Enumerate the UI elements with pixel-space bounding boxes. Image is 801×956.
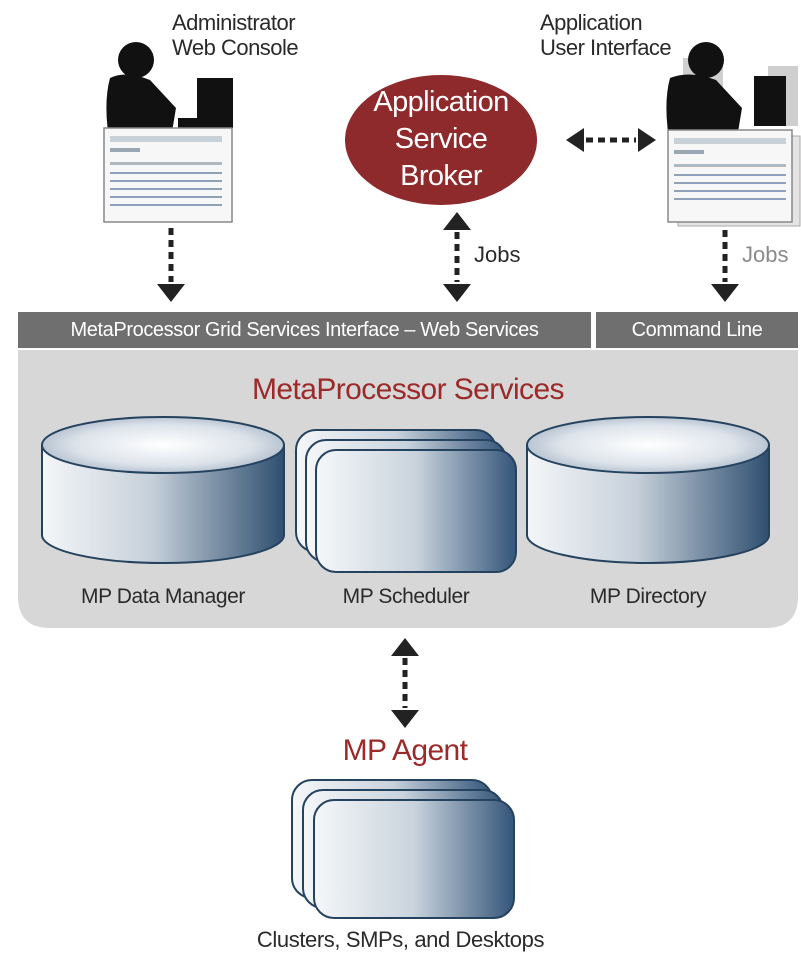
directory-label: MP Directory [589,585,707,608]
broker-ellipse [345,75,537,205]
broker-app-arrow [566,128,656,152]
app-user-label-line1: Application [540,10,643,35]
app-user-silhouette-icon [666,42,798,148]
broker-line1: Application [373,86,509,118]
agent-caption: Clusters, SMPs, and Desktops [256,927,545,952]
broker-line3: Broker [400,160,482,192]
app-user-label-line2: User Interface [540,35,672,60]
data-manager-label: MP Data Manager [80,585,246,608]
app-user-label: Application User Interface [540,10,672,60]
services-agent-arrow [391,638,419,728]
center-jobs-arrow [443,212,471,302]
scheduler-stack [295,429,517,573]
command-line-band: Command Line [596,312,798,348]
admin-label-line2: Web Console [172,35,299,60]
services-title: MetaProcessor Services [252,373,565,406]
app-user-screen-icon [667,129,801,227]
admin-label: Administrator Web Console [172,10,299,60]
admin-console-figure [103,42,233,223]
directory-cylinder [526,416,770,564]
admin-screen-icon [103,127,233,223]
agent-stack [291,779,515,919]
broker-line2: Service [394,123,488,155]
admin-jobs-arrow [157,228,185,302]
data-manager-cylinder [41,416,285,564]
jobs-right-label: Jobs [742,242,789,267]
admin-label-line1: Administrator [172,10,296,35]
admin-silhouette-icon [106,42,233,132]
web-services-band: MetaProcessor Grid Services Interface – … [18,312,591,348]
scheduler-label: MP Scheduler [342,585,470,608]
broker-label: Application Service Broker [345,84,537,195]
agent-title: MP Agent [342,734,468,767]
right-jobs-arrow [711,230,739,302]
jobs-center-label: Jobs [474,242,521,267]
app-user-figure [666,42,801,227]
